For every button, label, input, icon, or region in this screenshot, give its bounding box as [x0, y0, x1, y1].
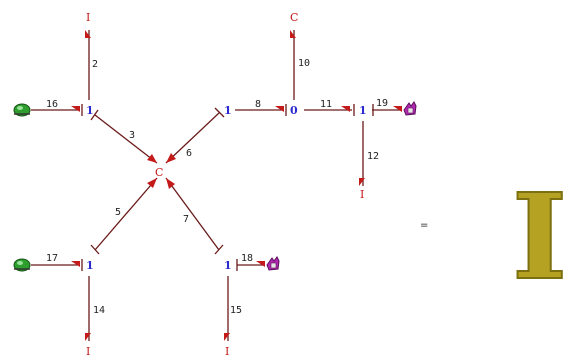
bond-5: [94, 177, 158, 251]
bond-number: 19: [376, 98, 388, 109]
bond-number: 15: [230, 305, 242, 316]
bond-16-head: [71, 106, 80, 112]
junction-1-label: 1: [224, 259, 232, 272]
effort-source-icon: [13, 103, 31, 117]
bond-2-head: [85, 30, 91, 38]
bond-8-head: [275, 106, 284, 112]
inertia-node-label: I: [225, 345, 229, 358]
equals-sign: =: [420, 220, 428, 231]
bond-15-head: [224, 333, 230, 341]
bond-7: [165, 177, 220, 251]
bond-lines: [31, 30, 402, 341]
bond-number: 5: [115, 207, 121, 218]
bond-10-head: [290, 30, 296, 38]
bond-number: 3: [129, 130, 135, 141]
junction-0-label: 0: [290, 104, 298, 117]
capacitor-node-label: C: [155, 166, 163, 179]
bond-6: [165, 112, 220, 164]
junction-1-label: 1: [224, 104, 232, 117]
bond-3-head: [147, 154, 157, 163]
bond-number: 2: [92, 59, 98, 70]
flow-source-icon: [266, 256, 280, 271]
bond-number: 18: [241, 253, 253, 264]
bond-number: 14: [93, 305, 105, 316]
bond-6-head: [166, 153, 176, 163]
bond-number: 10: [298, 58, 310, 69]
result-symbol: I: [512, 167, 567, 306]
effort-source-icon: [13, 258, 31, 272]
bond-11-head: [341, 106, 350, 112]
bond-number: 7: [183, 214, 189, 225]
bond-18-head: [256, 261, 265, 267]
bond-14-head: [85, 333, 91, 341]
junction-1-label: 1: [86, 259, 94, 272]
flow-source-icon: [403, 101, 417, 116]
bond-number-labels: 2 3 5 6 7 8 10 11 12 14 15 16 17 18 19: [46, 58, 388, 316]
bond-7-head: [166, 178, 175, 189]
bond-number: 8: [255, 99, 261, 110]
bond-12-head: [359, 178, 365, 186]
inertia-node-label: I: [360, 188, 364, 201]
bond-5-head: [147, 178, 157, 188]
inertia-node-label: I: [86, 345, 90, 358]
node-labels: I C 1 1 0 1 C I 1 1 I I: [86, 11, 367, 358]
capacitor-node-label: C: [290, 11, 298, 24]
bond-number: 16: [46, 99, 58, 110]
junction-1-label: 1: [359, 104, 367, 117]
bond-3: [94, 114, 158, 164]
bond-17-head: [71, 261, 80, 267]
bond-number: 6: [186, 148, 192, 159]
junction-1-label: 1: [86, 104, 94, 117]
inertia-node-label: I: [86, 11, 90, 24]
bond-number: 12: [367, 151, 379, 162]
bond-19-head: [393, 106, 402, 112]
bond-number: 17: [46, 253, 58, 264]
bond-number: 11: [320, 99, 332, 110]
